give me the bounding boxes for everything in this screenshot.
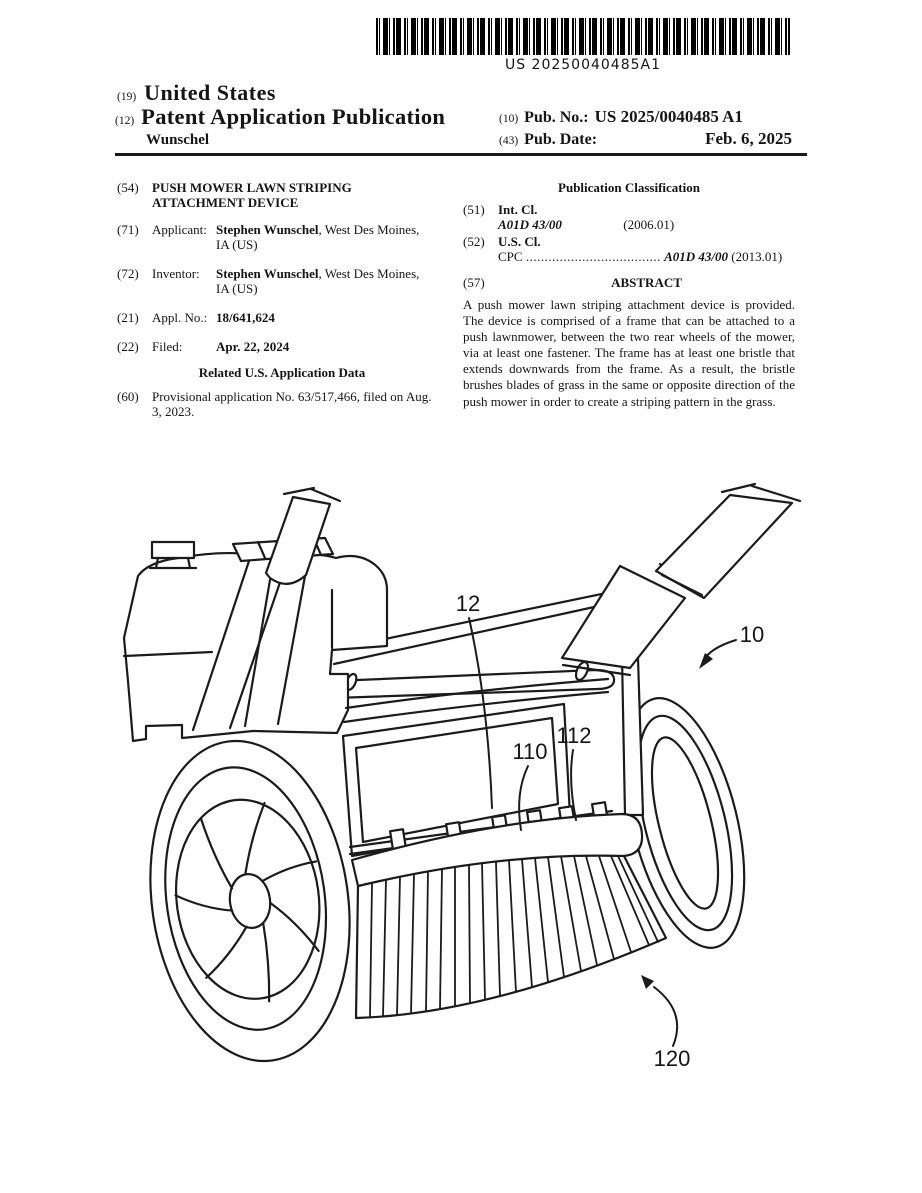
- cpc-label: CPC: [498, 249, 523, 265]
- figure-annotations: [468, 617, 737, 1047]
- applicant-name: Stephen Wunschel: [216, 222, 319, 237]
- support-leg: [620, 654, 645, 817]
- abstract-heading-row: (57) ABSTRACT: [463, 275, 795, 290]
- pub-no-value: US 2025/0040485 A1: [594, 107, 743, 126]
- filed-label: Filed:: [152, 339, 183, 354]
- label-frame: 12: [456, 591, 480, 616]
- right-wheel: [624, 697, 746, 949]
- applicant-line2: IA (US): [216, 237, 258, 253]
- inid-21: (21): [117, 310, 139, 325]
- label-bristle: 110: [512, 739, 547, 764]
- right-handle: [654, 482, 802, 600]
- brush-band: [350, 812, 644, 888]
- us-cl-label: U.S. Cl.: [498, 234, 541, 249]
- int-cl-class: A01D 43/00: [498, 217, 562, 233]
- inid-43: (43): [499, 135, 519, 147]
- arrowhead-10: [699, 653, 713, 669]
- provisional-line2: 3, 2023.: [152, 404, 195, 420]
- pub-date-label: Pub. Date:: [524, 131, 598, 148]
- cpc-class: A01D 43/00: [664, 249, 728, 265]
- inid-19: (19): [117, 91, 137, 103]
- country-name: United States: [144, 80, 276, 105]
- leader-120: [653, 986, 679, 1047]
- title-entry: (54) PUSH MOWER LAWN STRIPING ATTACHMENT…: [117, 180, 447, 210]
- appl-no-value: 18/641,624: [216, 310, 275, 325]
- arrowhead-120: [641, 975, 654, 989]
- pub-date-value: Feb. 6, 2025: [705, 129, 792, 148]
- inventor-entry: (72) Inventor: Stephen Wunschel, West De…: [117, 266, 447, 296]
- deck-skirt-lines: [342, 677, 610, 724]
- related-data-heading: Related U.S. Application Data: [198, 365, 366, 380]
- int-cl-entry: (51) Int. Cl. A01D 43/00 (2006.01): [463, 202, 795, 232]
- inid-22: (22): [117, 339, 139, 354]
- title-line2: ATTACHMENT DEVICE: [152, 195, 299, 211]
- label-fastener: 112: [556, 723, 591, 748]
- inid-60: (60): [117, 389, 139, 404]
- left-wheel: [149, 739, 351, 1063]
- us-cl-entry: (52) U.S. Cl. CPC ......................…: [463, 234, 795, 264]
- filed-value: Apr. 22, 2024: [216, 339, 290, 354]
- inventor-name: Stephen Wunschel: [216, 266, 319, 281]
- header-country: (19) United States: [117, 80, 276, 106]
- appl-no-label: Appl. No.:: [152, 310, 208, 325]
- abstract-text: A push mower lawn striping attachment de…: [463, 297, 795, 409]
- provisional-entry: (60) Provisional application No. 63/517,…: [117, 389, 447, 419]
- pub-date-row: (43) Pub. Date: Feb. 6, 2025: [499, 129, 792, 149]
- engine-cap: [148, 540, 198, 570]
- inventor-line2: IA (US): [216, 281, 258, 297]
- pub-no-label: Pub. No.:: [524, 109, 589, 126]
- inid-54: (54): [117, 180, 139, 195]
- header-kind: (12) Patent Application Publication: [115, 104, 445, 130]
- leader-12: [468, 617, 493, 809]
- pub-no-row: (10) Pub. No.: US 2025/0040485 A1: [499, 107, 792, 127]
- leader-112: [570, 749, 577, 821]
- barcode-caption: US 20250040485A1: [504, 57, 662, 73]
- inid-10: (10): [499, 113, 519, 125]
- mower-body: [122, 486, 389, 743]
- inventor-rest: , West Des Moines,: [318, 266, 420, 281]
- filed-entry: (22) Filed: Apr. 22, 2024: [117, 339, 447, 354]
- inventor-label: Inventor:: [152, 266, 200, 281]
- patent-figure: 12 10 110 112 120: [122, 482, 802, 1071]
- cpc-year: (2013.01): [731, 249, 783, 265]
- applicant-entry: (71) Applicant: Stephen Wunschel, West D…: [117, 222, 447, 252]
- int-cl-year: (2006.01): [623, 217, 675, 233]
- inid-51: (51): [463, 202, 485, 217]
- provisional-line1: Provisional application No. 63/517,466, …: [152, 389, 432, 404]
- abstract-heading: ABSTRACT: [611, 275, 682, 290]
- inid-72: (72): [117, 266, 139, 281]
- appl-no-entry: (21) Appl. No.: 18/641,624: [117, 310, 447, 325]
- publication-kind: Patent Application Publication: [141, 104, 446, 129]
- label-brush: 120: [654, 1046, 691, 1071]
- inid-57: (57): [463, 275, 485, 290]
- inid-71: (71): [117, 222, 139, 237]
- wheel-spokes: [174, 801, 320, 1003]
- leader-110: [518, 765, 529, 831]
- inid-12: (12): [115, 115, 135, 127]
- int-cl-label: Int. Cl.: [498, 202, 538, 217]
- header-right: (10) Pub. No.: US 2025/0040485 A1 (43) P…: [499, 107, 792, 149]
- inventor-surname: Wunschel: [146, 132, 210, 148]
- bristle-brush: [354, 854, 668, 1020]
- header-divider: [115, 153, 807, 156]
- classification-heading: Publication Classification: [558, 180, 700, 195]
- title-line1: PUSH MOWER LAWN STRIPING: [152, 180, 352, 195]
- cpc-dot-leader: ....................................: [525, 249, 661, 265]
- applicant-label: Applicant:: [152, 222, 207, 237]
- applicant-rest: , West Des Moines,: [318, 222, 420, 237]
- barcode: [376, 18, 790, 55]
- left-handle: [264, 486, 342, 585]
- inid-52: (52): [463, 234, 485, 249]
- label-device: 10: [740, 622, 764, 647]
